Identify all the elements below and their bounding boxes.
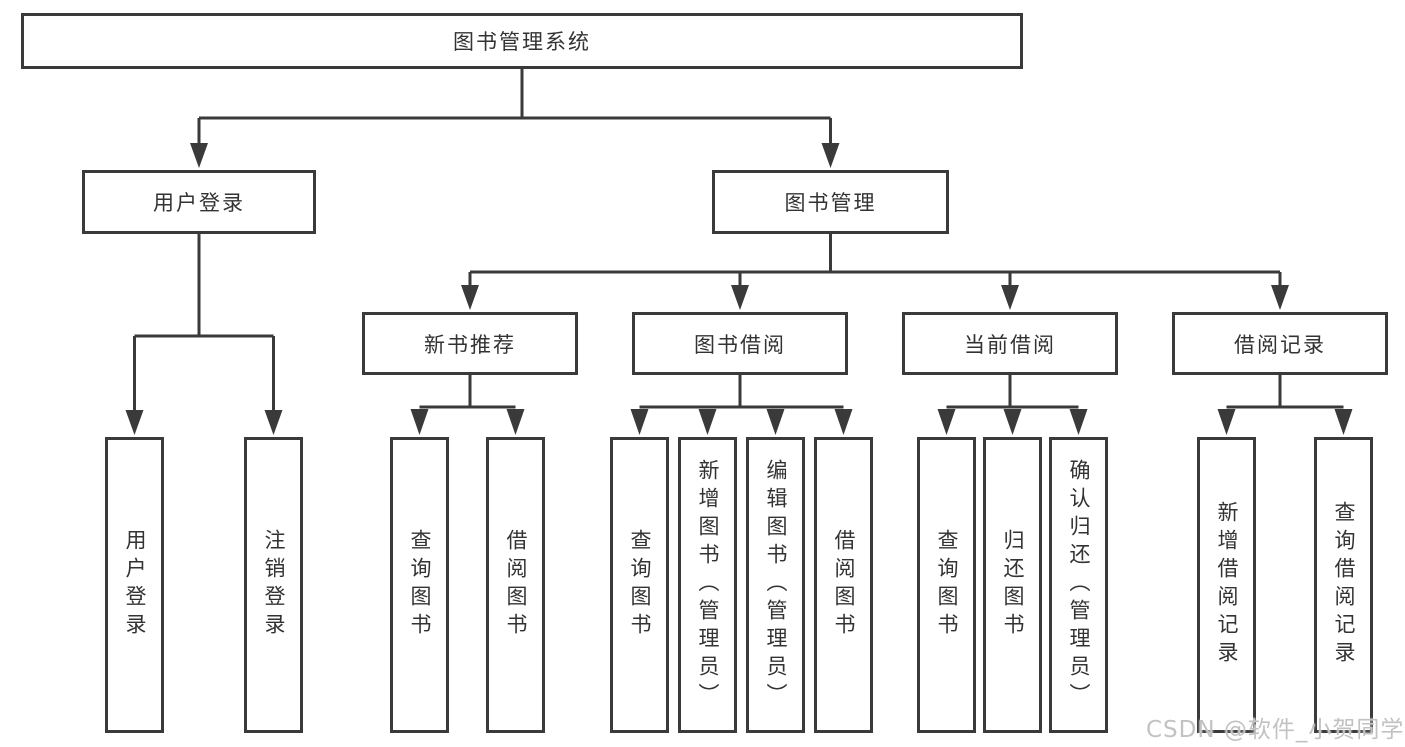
connector-new-book-rec-to-children (410, 375, 525, 435)
node-book-management-label: 图书管理 (784, 191, 877, 215)
leaf-cb-return-books: 归还图书 (983, 437, 1042, 733)
node-root-label: 图书管理系统 (453, 30, 591, 54)
csdn-watermark: CSDN @软件_小贺同学 (1146, 717, 1405, 743)
leaf-bb-add-books-admin: 新增图书（管理员） (678, 437, 737, 733)
leaf-br-add-record: 新增借阅记录 (1197, 437, 1256, 733)
connector-current-borrow-to-children (937, 375, 1088, 435)
leaf-br-query-record-label: 查询借阅记录 (1332, 501, 1356, 669)
node-book-borrow-label: 图书借阅 (694, 332, 786, 357)
connector-user-login-to-children (125, 234, 283, 435)
node-book-borrow: 图书借阅 (632, 312, 848, 375)
leaf-nbr-query-books-label: 查询图书 (408, 529, 432, 641)
leaf-cb-query-books: 查询图书 (917, 437, 976, 733)
leaf-br-query-record: 查询借阅记录 (1314, 437, 1373, 733)
node-new-book-rec: 新书推荐 (362, 312, 578, 375)
leaf-bb-borrow-books: 借阅图书 (814, 437, 873, 733)
leaf-nbr-borrow-books-label: 借阅图书 (504, 529, 528, 641)
leaf-user-login: 用户登录 (105, 437, 164, 733)
connector-root-to-level2 (190, 69, 840, 168)
leaf-nbr-borrow-books: 借阅图书 (486, 437, 545, 733)
connector-borrow-records-to-children (1217, 375, 1353, 435)
leaf-cb-query-books-label: 查询图书 (935, 529, 959, 641)
node-current-borrow-label: 当前借阅 (964, 332, 1056, 357)
connector-book-borrow-to-children (630, 375, 853, 435)
leaf-bb-edit-books-admin-label: 编辑图书（管理员） (764, 459, 788, 711)
node-borrow-records-label: 借阅记录 (1234, 332, 1326, 357)
leaf-nbr-query-books: 查询图书 (390, 437, 449, 733)
leaf-cb-confirm-return-admin-label: 确认归还（管理员） (1067, 459, 1091, 711)
node-user-login-label: 用户登录 (153, 191, 245, 215)
leaf-user-login-label: 用户登录 (123, 529, 147, 641)
connector-book-management-to-level3 (461, 234, 1289, 310)
leaf-logout: 注销登录 (244, 437, 303, 733)
leaf-bb-edit-books-admin: 编辑图书（管理员） (746, 437, 805, 733)
leaf-bb-add-books-admin-label: 新增图书（管理员） (696, 459, 720, 711)
leaf-bb-query-books: 查询图书 (610, 437, 669, 733)
node-new-book-rec-label: 新书推荐 (424, 332, 516, 357)
leaf-cb-return-books-label: 归还图书 (1001, 529, 1025, 641)
node-book-management: 图书管理 (712, 170, 949, 234)
node-current-borrow: 当前借阅 (902, 312, 1118, 375)
node-user-login: 用户登录 (82, 170, 316, 234)
leaf-bb-borrow-books-label: 借阅图书 (832, 529, 856, 641)
node-root: 图书管理系统 (21, 13, 1023, 69)
leaf-logout-label: 注销登录 (262, 529, 286, 641)
node-borrow-records: 借阅记录 (1172, 312, 1388, 375)
leaf-bb-query-books-label: 查询图书 (628, 529, 652, 641)
leaf-br-add-record-label: 新增借阅记录 (1215, 501, 1239, 669)
leaf-cb-confirm-return-admin: 确认归还（管理员） (1049, 437, 1108, 733)
